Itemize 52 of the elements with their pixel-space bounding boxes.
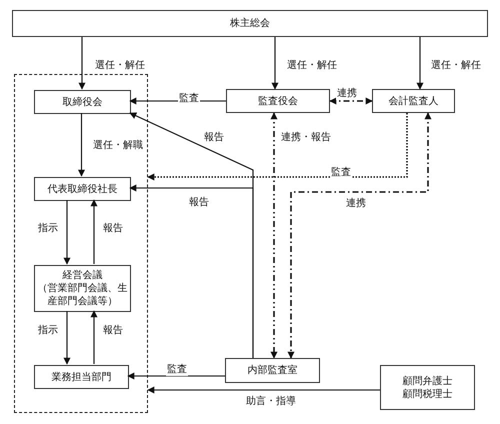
box-label: 経営会議 <box>62 269 102 282</box>
box-label: 内部監査室 <box>248 364 298 377</box>
org-box <box>380 365 475 410</box>
org-box <box>34 90 131 114</box>
arrow <box>64 311 70 365</box>
edge-label: 連携・報告 <box>280 130 332 144</box>
box-label: 会計監査人 <box>388 94 438 108</box>
box-label: 株主総会 <box>230 17 270 30</box>
arrow <box>127 372 225 380</box>
org-box <box>34 177 131 201</box>
edge-label: 報告 <box>102 323 124 337</box>
edge-label: 連携 <box>345 196 367 210</box>
box-label: 代表取締役社長 <box>48 182 118 196</box>
box-label: （営業部門会議、生産部門会議等） <box>36 282 128 308</box>
arrow <box>129 184 254 358</box>
arrow <box>78 113 85 177</box>
arrow <box>78 37 86 90</box>
org-box <box>372 89 455 113</box>
arrow <box>270 112 278 359</box>
box-label: 取締役会 <box>62 96 102 108</box>
arrow <box>272 37 278 90</box>
edge-label: 監査 <box>178 91 200 105</box>
edge-label: 指示 <box>37 221 59 235</box>
edge-label: 報告 <box>203 130 225 144</box>
edge-label: 助言・指導 <box>245 394 297 408</box>
arrow <box>288 112 432 359</box>
box-label: 顧問税理士 <box>402 388 452 400</box>
edge-label: 選任・解任 <box>430 58 482 72</box>
box-label: 業務担当部門 <box>52 370 112 384</box>
edge-label: 報告 <box>188 195 210 209</box>
edge-label: 連携 <box>336 86 358 100</box>
box-label: 監査役会 <box>258 94 298 108</box>
arrow <box>90 310 98 364</box>
edge-label: 監査 <box>330 165 352 179</box>
edge-label: 選任・解職 <box>92 138 144 152</box>
edge-label: 選任・解任 <box>286 58 338 72</box>
edge-label: 選任・解任 <box>94 58 146 72</box>
arrow <box>64 200 70 265</box>
edge-label: 監査 <box>166 362 188 376</box>
org-box <box>12 10 488 37</box>
box-label: 顧問弁護士 <box>402 374 452 388</box>
org-box <box>225 358 320 383</box>
arrow <box>147 113 408 180</box>
arrow <box>147 386 380 394</box>
arrow <box>329 98 373 104</box>
edge-label: 報告 <box>102 221 124 235</box>
arrow <box>416 37 424 90</box>
org-box <box>226 89 330 113</box>
edge-label: 指示 <box>37 323 59 337</box>
arrow <box>90 199 98 264</box>
org-box <box>34 265 131 312</box>
org-box <box>34 365 129 389</box>
